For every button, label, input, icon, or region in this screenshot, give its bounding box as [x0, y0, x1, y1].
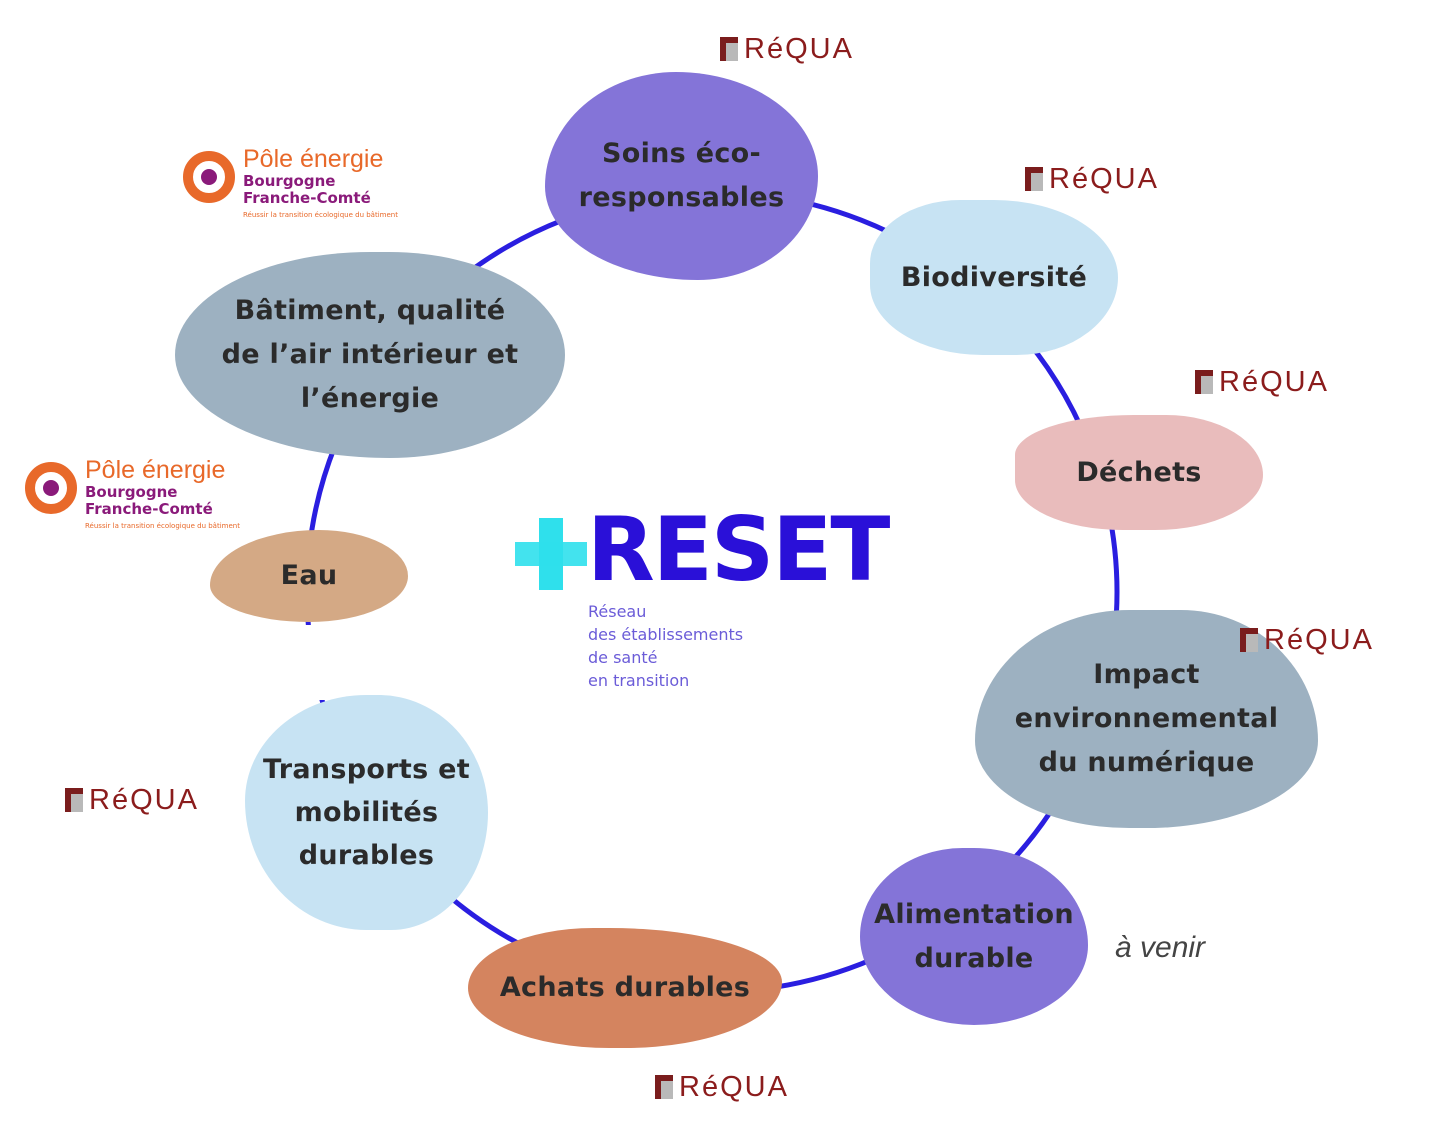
plus-cross-icon [515, 518, 587, 590]
ring-gap [290, 625, 330, 700]
topic-eau: Eau [210, 530, 408, 622]
pole-energie-logo: Pôle énergie Bourgogne Franche-Comté Réu… [183, 145, 398, 220]
requa-logo: RéQUA [655, 1071, 789, 1103]
topic-dechets: Déchets [1015, 415, 1263, 530]
topic-alimentation: Alimentation durable [860, 848, 1088, 1025]
coming-soon-note: à venir [1115, 931, 1206, 964]
topic-soins: Soins éco-responsables [545, 72, 818, 280]
requa-mark-icon [655, 1075, 673, 1099]
pole-energie-logo: Pôle énergie Bourgogne Franche-Comté Réu… [25, 456, 240, 531]
topic-batiment: Bâtiment, qualité de l’air intérieur et … [175, 252, 565, 458]
requa-mark-icon [1195, 370, 1213, 394]
requa-mark-icon [65, 788, 83, 812]
requa-mark-icon [720, 37, 738, 61]
topic-numerique: Impact environnemental du numérique [975, 610, 1318, 828]
topic-achats: Achats durables [468, 928, 782, 1048]
topic-biodiversite: Biodiversité [870, 200, 1118, 355]
pole-energie-icon [183, 151, 235, 203]
requa-mark-icon [1240, 628, 1258, 652]
requa-logo: RéQUA [720, 33, 854, 65]
requa-logo: RéQUA [1025, 163, 1159, 195]
reset-subtitle: Réseau des établissements de santé en tr… [588, 602, 744, 690]
requa-logo: RéQUA [1240, 624, 1374, 656]
requa-logo: RéQUA [1195, 366, 1329, 398]
topic-transports: Transports et mobilités durables [245, 695, 488, 930]
requa-mark-icon [1025, 167, 1043, 191]
requa-logo: RéQUA [65, 784, 199, 816]
pole-energie-icon [25, 462, 77, 514]
